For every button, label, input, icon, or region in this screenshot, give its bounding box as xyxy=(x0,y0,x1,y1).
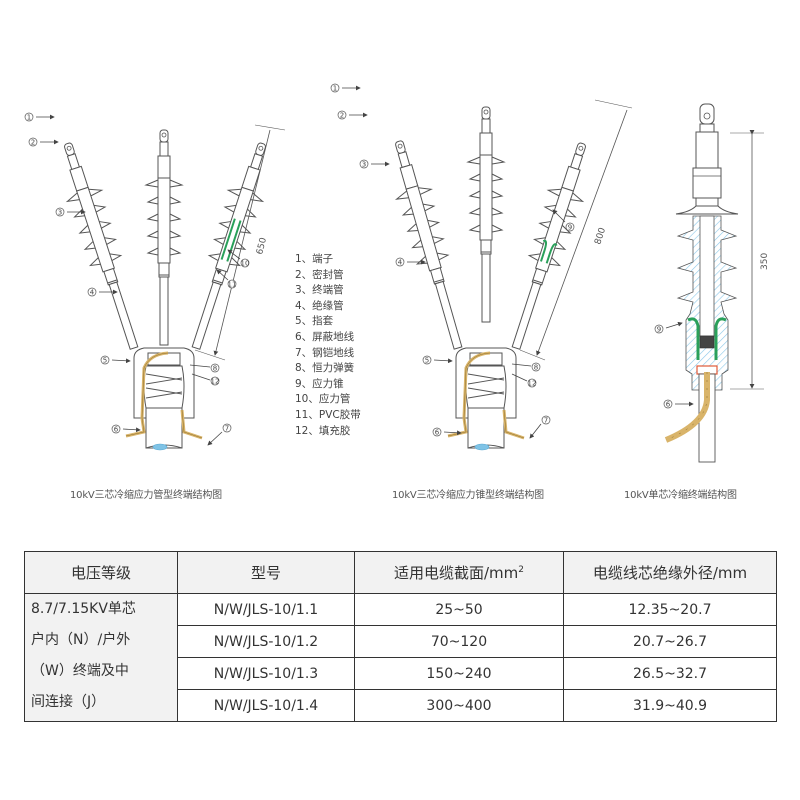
svg-text:3: 3 xyxy=(58,209,62,217)
legend-item: 7、钢铠地线 xyxy=(295,346,355,359)
svg-text:2: 2 xyxy=(31,139,35,147)
table-row: N/W/JLS-10/1.4 300~400 31.9~40.9 xyxy=(25,689,777,722)
svg-text:8: 8 xyxy=(534,364,538,372)
svg-text:9: 9 xyxy=(657,326,661,334)
svg-text:3: 3 xyxy=(362,161,366,169)
svg-text:5: 5 xyxy=(425,357,429,365)
svg-text:8: 8 xyxy=(213,365,217,373)
svg-text:6: 6 xyxy=(435,429,440,437)
svg-text:4: 4 xyxy=(90,289,95,297)
legend-item: 1、端子 xyxy=(295,253,334,265)
header-cable-section: 适用电缆截面/mm2 xyxy=(354,551,564,594)
diagram-stress-tube-type: 650 xyxy=(49,124,286,452)
legend-item: 3、终端管 xyxy=(295,284,344,297)
svg-text:1: 1 xyxy=(27,114,31,122)
table-row: 8.7/7.15KV单芯 户内（N）/户外 （W）终端及中 间连接（J） N/W… xyxy=(24,593,777,722)
diameter-cell: 31.9~40.9 xyxy=(563,689,777,722)
section-cell: 25~50 xyxy=(354,593,564,626)
table-row: N/W/JLS-10/1.2 70~120 20.7~26.7 xyxy=(25,625,777,658)
svg-text:7: 7 xyxy=(225,425,229,433)
legend-item: 8、恒力弹簧 xyxy=(295,362,355,375)
cable-termination-diagrams: 650 1 2 3 4 10 11 5 8 12 6 7 xyxy=(24,83,770,463)
legend-item: 9、应力锥 xyxy=(295,377,344,390)
svg-text:6: 6 xyxy=(114,426,119,434)
header-voltage-level: 电压等级 xyxy=(24,551,178,594)
diagram-single-core: 350 xyxy=(664,103,770,463)
section-cell: 150~240 xyxy=(354,657,564,690)
legend-item: 2、密封管 xyxy=(295,268,344,281)
legend-item: 4、绝缘管 xyxy=(295,299,344,312)
spec-table: 电压等级 型号 适用电缆截面/mm2 电缆线芯绝缘外径/mm 8.7/7.15K… xyxy=(24,551,777,722)
svg-text:9: 9 xyxy=(568,224,572,232)
svg-text:4: 4 xyxy=(398,259,403,267)
svg-text:6: 6 xyxy=(666,401,671,409)
section-cell: 70~120 xyxy=(354,625,564,658)
svg-text:5: 5 xyxy=(103,357,107,365)
model-cell: N/W/JLS-10/1.2 xyxy=(177,625,355,658)
svg-text:12: 12 xyxy=(211,378,220,386)
model-cell: N/W/JLS-10/1.4 xyxy=(177,689,355,722)
legend-item: 6、屏蔽地线 xyxy=(295,330,355,343)
svg-text:12: 12 xyxy=(528,380,537,388)
callouts-left: 1 2 3 4 10 11 5 8 12 6 7 xyxy=(24,112,250,446)
legend-item: 5、指套 xyxy=(295,315,334,328)
diameter-cell: 26.5~32.7 xyxy=(563,657,777,690)
svg-text:11: 11 xyxy=(228,281,237,289)
caption-stress-cone-type: 10kV三芯冷缩应力锥型终端结构图 xyxy=(392,490,544,501)
table-header-row: 电压等级 型号 适用电缆截面/mm2 电缆线芯绝缘外径/mm xyxy=(24,551,777,594)
model-cell: N/W/JLS-10/1.1 xyxy=(177,593,355,626)
dimension-label-650: 650 xyxy=(255,236,269,255)
voltage-level-cell: 8.7/7.15KV单芯 户内（N）/户外 （W）终端及中 间连接（J） xyxy=(24,593,178,722)
diameter-cell: 20.7~26.7 xyxy=(563,625,777,658)
section-cell: 300~400 xyxy=(354,689,564,722)
svg-text:7: 7 xyxy=(544,417,548,425)
model-cell: N/W/JLS-10/1.3 xyxy=(177,657,355,690)
svg-text:1: 1 xyxy=(333,85,337,93)
svg-text:2: 2 xyxy=(340,112,344,120)
diameter-cell: 12.35~20.7 xyxy=(563,593,777,626)
header-model: 型号 xyxy=(177,551,355,594)
dimension-label-800: 800 xyxy=(593,226,608,246)
svg-text:10: 10 xyxy=(241,260,250,268)
diagram-stress-cone-type: 800 xyxy=(380,99,633,452)
caption-single-core: 10kV单芯冷缩终端结构图 xyxy=(624,490,737,501)
legend-item: 10、应力管 xyxy=(295,393,351,406)
header-insulation-diameter: 电缆线芯绝缘外径/mm xyxy=(563,551,777,594)
parts-legend: 1、端子 2、密封管 3、终端管 4、绝缘管 5、指套 6、屏蔽地线 7、钢铠地… xyxy=(295,252,361,439)
legend-item: 11、PVC胶带 xyxy=(295,408,361,421)
callouts-middle: 1 2 3 4 9 5 8 12 6 7 xyxy=(330,83,575,439)
caption-stress-tube-type: 10kV三芯冷缩应力管型终端结构图 xyxy=(70,490,222,501)
callouts-right: 9 6 xyxy=(654,321,694,409)
legend-item: 12、填充胶 xyxy=(295,424,351,437)
dimension-label-350: 350 xyxy=(760,253,770,270)
